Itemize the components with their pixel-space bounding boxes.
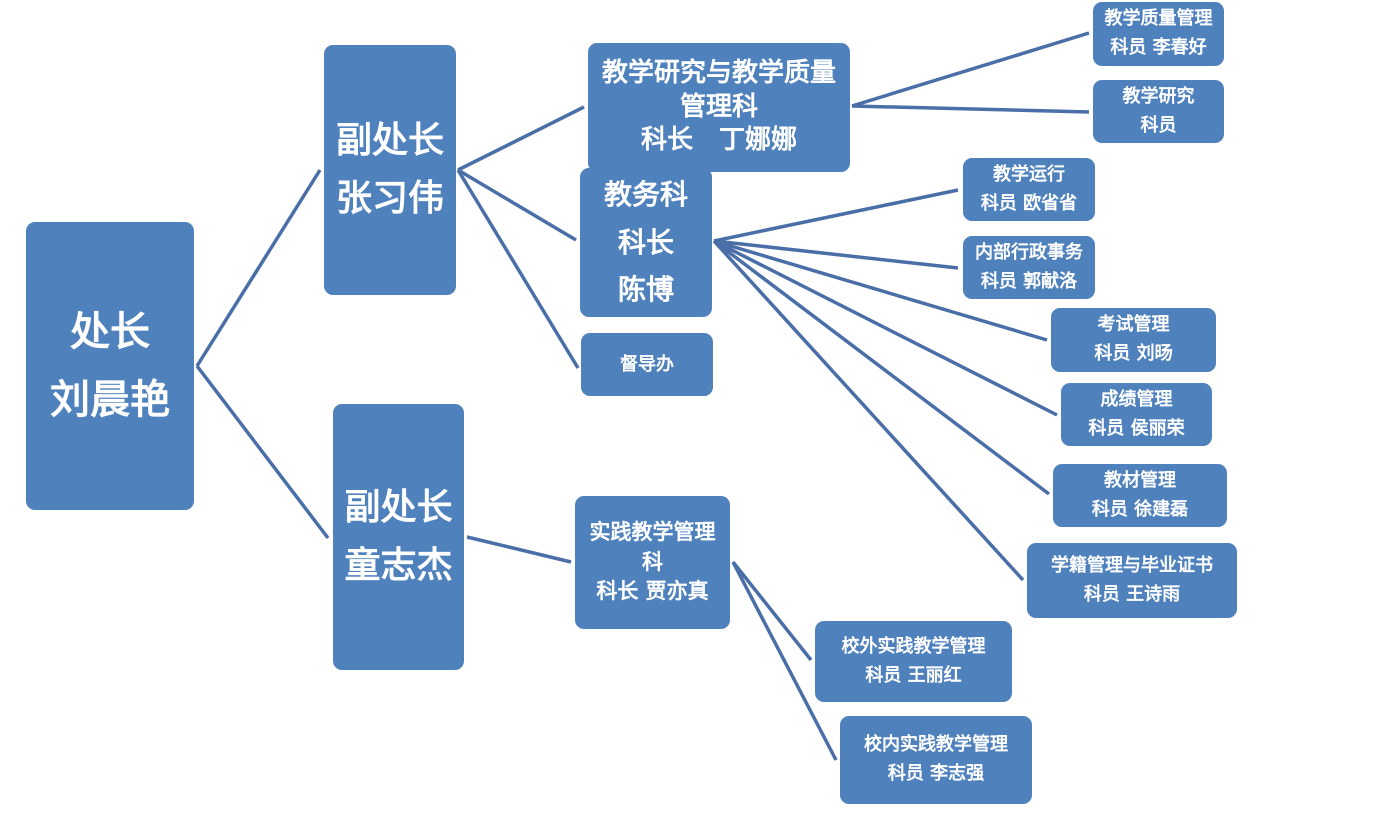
node-text-line: 科员 — [1140, 114, 1177, 136]
node-text-line: 教学研究 — [1122, 85, 1195, 107]
node-teaching-research: 教学研究科员 — [1093, 80, 1224, 143]
node-text-line: 成绩管理 — [1100, 388, 1173, 410]
link-director-deputy2 — [195, 364, 330, 540]
link-deputy1-academic — [457, 168, 577, 242]
node-text-line: 教学运行 — [993, 163, 1065, 185]
node-deputy1: 副处长张习伟 — [324, 45, 456, 295]
node-practice: 实践教学管理科科长 贾亦真 — [575, 496, 730, 629]
node-text-line: 教材管理 — [1104, 469, 1176, 491]
link-deputy1-research — [457, 105, 585, 172]
node-text-line: 副处长 — [344, 487, 453, 529]
node-grades: 成绩管理科员 侯丽荣 — [1061, 383, 1212, 446]
link-academic-registry — [712, 239, 1025, 582]
node-text-line: 科长 — [617, 225, 674, 259]
node-text-line: 校内实践教学管理 — [864, 734, 1008, 756]
node-text-line: 校外实践教学管理 — [841, 635, 986, 657]
node-supervision: 督导办 — [581, 333, 713, 396]
node-text-line: 内部行政事务 — [975, 241, 1083, 263]
link-research-quality — [851, 31, 1090, 108]
node-text-line: 张习伟 — [335, 178, 444, 219]
link-director-deputy1 — [195, 169, 322, 367]
link-academic-admin — [713, 239, 959, 270]
node-text-line: 科员 侯丽荣 — [1088, 417, 1185, 439]
link-deputy2-practice — [466, 535, 572, 564]
node-text-line: 科员 欧省省 — [980, 192, 1078, 214]
node-text-line: 科员 李春好 — [1110, 37, 1207, 58]
node-text-line: 科员 王丽红 — [865, 664, 962, 686]
node-text-line: 副处长 — [335, 120, 444, 162]
node-text-line: 陈博 — [617, 273, 674, 307]
link-research-teaching-research — [851, 104, 1090, 114]
node-registry: 学籍管理与毕业证书科员 王诗雨 — [1027, 543, 1237, 618]
link-practice-external — [731, 560, 813, 662]
node-quality: 教学质量管理科员 李春好 — [1093, 2, 1224, 66]
link-academic-exam — [713, 239, 1048, 342]
node-text-line: 考试管理 — [1097, 314, 1170, 336]
node-text-line: 科员 刘旸 — [1094, 343, 1173, 364]
node-deputy2: 副处长童志杰 — [333, 404, 464, 670]
node-director: 处长刘晨艳 — [26, 222, 194, 510]
node-text-line: 教学研究与教学质量 — [601, 57, 836, 88]
node-text-line: 刘晨艳 — [50, 377, 170, 423]
node-text-line: 科员 徐建磊 — [1091, 498, 1189, 520]
node-admin: 内部行政事务科员 郭献洛 — [963, 236, 1095, 299]
node-academic: 教务科科长陈博 — [580, 168, 712, 317]
node-text-line: 科长 贾亦真 — [596, 579, 709, 604]
node-textbook: 教材管理科员 徐建磊 — [1053, 464, 1227, 527]
node-text-line: 教学质量管理 — [1104, 8, 1213, 30]
node-text-line: 科 — [642, 549, 663, 574]
node-internal: 校内实践教学管理科员 李志强 — [840, 716, 1032, 804]
node-text-line: 科员 王诗雨 — [1083, 583, 1181, 605]
node-text-line: 科员 郭献洛 — [980, 270, 1078, 292]
node-text-line: 实践教学管理 — [589, 520, 716, 545]
node-operation: 教学运行科员 欧省省 — [963, 158, 1095, 221]
node-external: 校外实践教学管理科员 王丽红 — [815, 621, 1012, 702]
link-deputy1-supervision — [456, 169, 580, 369]
node-text-line: 学籍管理与毕业证书 — [1051, 554, 1213, 576]
node-text-line: 处长 — [70, 309, 150, 355]
node-text-line: 教务科 — [603, 178, 688, 212]
node-text-line: 管理科 — [679, 91, 758, 122]
link-academic-textbook — [712, 239, 1051, 496]
node-text-line: 督导办 — [620, 353, 674, 375]
node-text-line: 科员 李志强 — [887, 763, 985, 784]
node-research: 教学研究与教学质量管理科科长 丁娜娜 — [588, 43, 850, 172]
link-academic-grades — [713, 239, 1058, 417]
link-practice-internal — [731, 561, 838, 761]
node-text-line: 童志杰 — [344, 545, 453, 586]
node-text-line: 科长 丁娜娜 — [640, 125, 797, 156]
link-academic-operation — [713, 188, 959, 243]
node-exam: 考试管理科员 刘旸 — [1051, 308, 1216, 372]
